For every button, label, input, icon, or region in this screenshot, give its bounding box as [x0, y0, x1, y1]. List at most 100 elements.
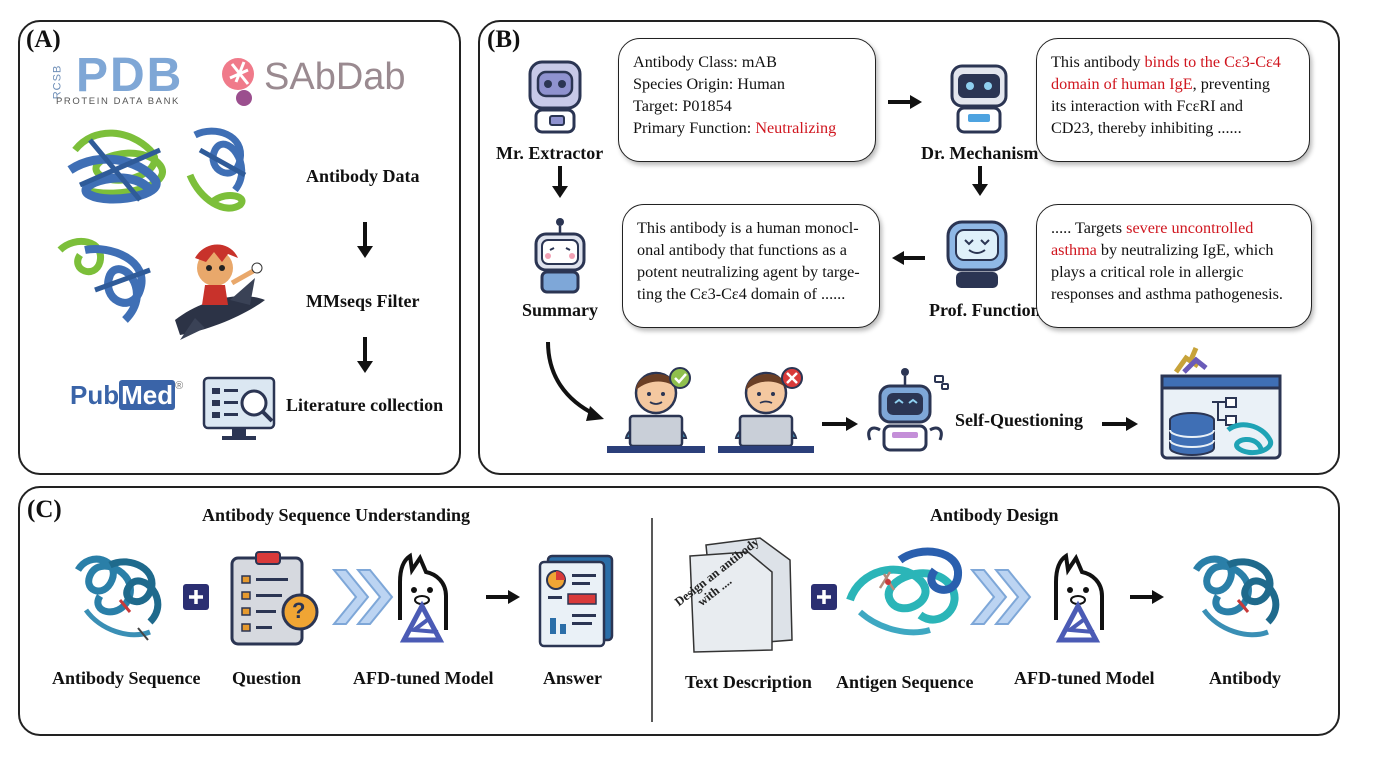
agent-mechanism-label: Dr. Mechanism [921, 143, 1039, 163]
self-questioning-label: Self-Questioning [955, 410, 1084, 430]
mechanism-bubble: This antibody binds to the Cε3-Cε4 domai… [1036, 38, 1310, 162]
panel-b-label: (B) [487, 26, 521, 53]
function-text: by neutralizing IgE, which [1096, 241, 1274, 259]
robot-icon [867, 368, 949, 452]
pdb-subtitle: PROTEIN DATA BANK [56, 96, 180, 107]
item-antibody-sequence: Antibody Sequence [52, 668, 201, 688]
mechanism-text: This antibody [1051, 53, 1145, 71]
mechanism-line: its interaction with FcεRI and [1051, 97, 1244, 115]
agent-function-label: Prof. Function [929, 300, 1041, 320]
function-highlight: severe uncontrolled [1126, 219, 1254, 237]
robot-icon [950, 64, 1008, 134]
mechanism-highlight: binds to the Cε3-Cε4 [1144, 53, 1281, 71]
protein-structure-icon [57, 238, 151, 323]
document-icon [689, 537, 793, 653]
double-chevron-icon [331, 569, 394, 625]
item-text-description: Text Description [685, 672, 812, 692]
arrowhead [508, 590, 520, 604]
double-chevron-icon [969, 569, 1032, 625]
arrowhead [552, 186, 568, 198]
protein-structure-icon [67, 129, 166, 204]
panel-a-label: (A) [26, 26, 61, 53]
step-antibody-data: Antibody Data [306, 166, 420, 186]
item-antigen-sequence: Antigen Sequence [836, 672, 974, 692]
item-answer: Answer [543, 668, 602, 688]
sabdab-molecule-icon [222, 58, 254, 106]
sabdab-logo: SAbDab [218, 52, 418, 108]
protein-structure-icon [75, 555, 162, 641]
curved-arrow-icon [546, 341, 597, 417]
item-antibody: Antibody [1209, 668, 1282, 688]
step-literature-collection: Literature collection [286, 395, 444, 415]
agent-extractor-label: Mr. Extractor [496, 143, 604, 163]
cartoon-rocket-mascot-icon [175, 244, 265, 340]
agent-summary-label: Summary [522, 300, 598, 320]
left-section-title: Antibody Sequence Understanding [202, 505, 471, 525]
extractor-line: Primary Function: Neutralizing [633, 117, 861, 139]
pubmed-text-med: Med [119, 380, 176, 410]
llama-logo-icon [398, 552, 448, 643]
mechanism-line: CD23, thereby inhibiting ...... [1051, 119, 1242, 137]
extractor-line: Target: P01854 [633, 97, 732, 115]
robot-icon [946, 220, 1008, 288]
function-line: plays a critical role in allergic [1051, 263, 1244, 281]
arrowhead [910, 95, 922, 109]
summary-bubble: This antibody is a human monocl- onal an… [622, 204, 880, 328]
pdb-logo: RCSB PDB PROTEIN DATA BANK [51, 49, 204, 108]
arrowhead [1126, 417, 1138, 431]
mechanism-highlight: domain of human IgE [1051, 75, 1193, 93]
function-bubble: ..... Targets severe uncontrolled asthma… [1036, 204, 1312, 328]
extractor-line: Species Origin: Human [633, 75, 785, 93]
mechanism-line: domain of human IgE, preventing [1051, 73, 1295, 95]
arrowhead [357, 361, 373, 373]
question-mark-icon: ? [292, 598, 306, 623]
database-icon [1160, 347, 1282, 460]
cross-icon [781, 367, 803, 389]
step-mmseqs-filter: MMseqs Filter [306, 291, 420, 311]
pubmed-text-pub: Pub [70, 380, 120, 410]
arrowhead [357, 246, 373, 258]
protein-structure-icon [846, 547, 962, 636]
right-section-title: Antibody Design [930, 505, 1059, 525]
person-laptop-icon [607, 371, 705, 453]
robot-icon [528, 60, 582, 134]
summary-line: This antibody is a human monocl- [637, 219, 859, 237]
plus-icon [183, 584, 209, 610]
robot-icon [534, 218, 586, 294]
llama-logo-icon [1054, 552, 1104, 643]
extractor-line: Antibody Class: mAB [633, 53, 777, 71]
arrowhead [892, 251, 904, 265]
item-question: Question [232, 668, 302, 688]
function-highlight: asthma [1051, 241, 1097, 259]
pubmed-logo: PubMed® [70, 380, 190, 420]
summary-line: onal antibody that functions as a [637, 241, 847, 259]
extractor-line-text: Primary Function: [633, 119, 756, 137]
panel-c-label: (C) [27, 496, 62, 523]
item-afd-model-right: AFD-tuned Model [1014, 668, 1155, 688]
function-line: ..... Targets severe uncontrolled [1051, 217, 1297, 239]
plus-icon [811, 584, 837, 610]
panel-a-graphics [57, 127, 373, 440]
pdb-text: PDB [76, 49, 184, 102]
extractor-bubble: Antibody Class: mAB Species Origin: Huma… [618, 38, 876, 162]
mechanism-line: This antibody binds to the Cε3-Cε4 [1051, 51, 1295, 73]
check-icon [669, 367, 691, 389]
document-icon [538, 554, 614, 648]
protein-structure-icon [186, 127, 247, 212]
function-line: responses and asthma pathogenesis. [1051, 285, 1283, 303]
arrowhead [972, 184, 988, 196]
item-afd-model-left: AFD-tuned Model [353, 668, 494, 688]
pubmed-reg-mark: ® [175, 380, 184, 392]
summary-line: potent neutralizing agent by targe- [637, 263, 860, 281]
person-laptop-icon [718, 371, 814, 453]
document-icon [230, 551, 319, 646]
function-line: asthma by neutralizing IgE, which [1051, 239, 1297, 261]
mechanism-text: , preventing [1192, 75, 1270, 93]
extractor-highlight: Neutralizing [755, 119, 837, 137]
arrowhead [586, 406, 604, 421]
sabdab-text: SAbDab [264, 56, 406, 98]
summary-line: ting the Cε3-Cε4 domain of ...... [637, 285, 846, 303]
arrowhead [1152, 590, 1164, 604]
